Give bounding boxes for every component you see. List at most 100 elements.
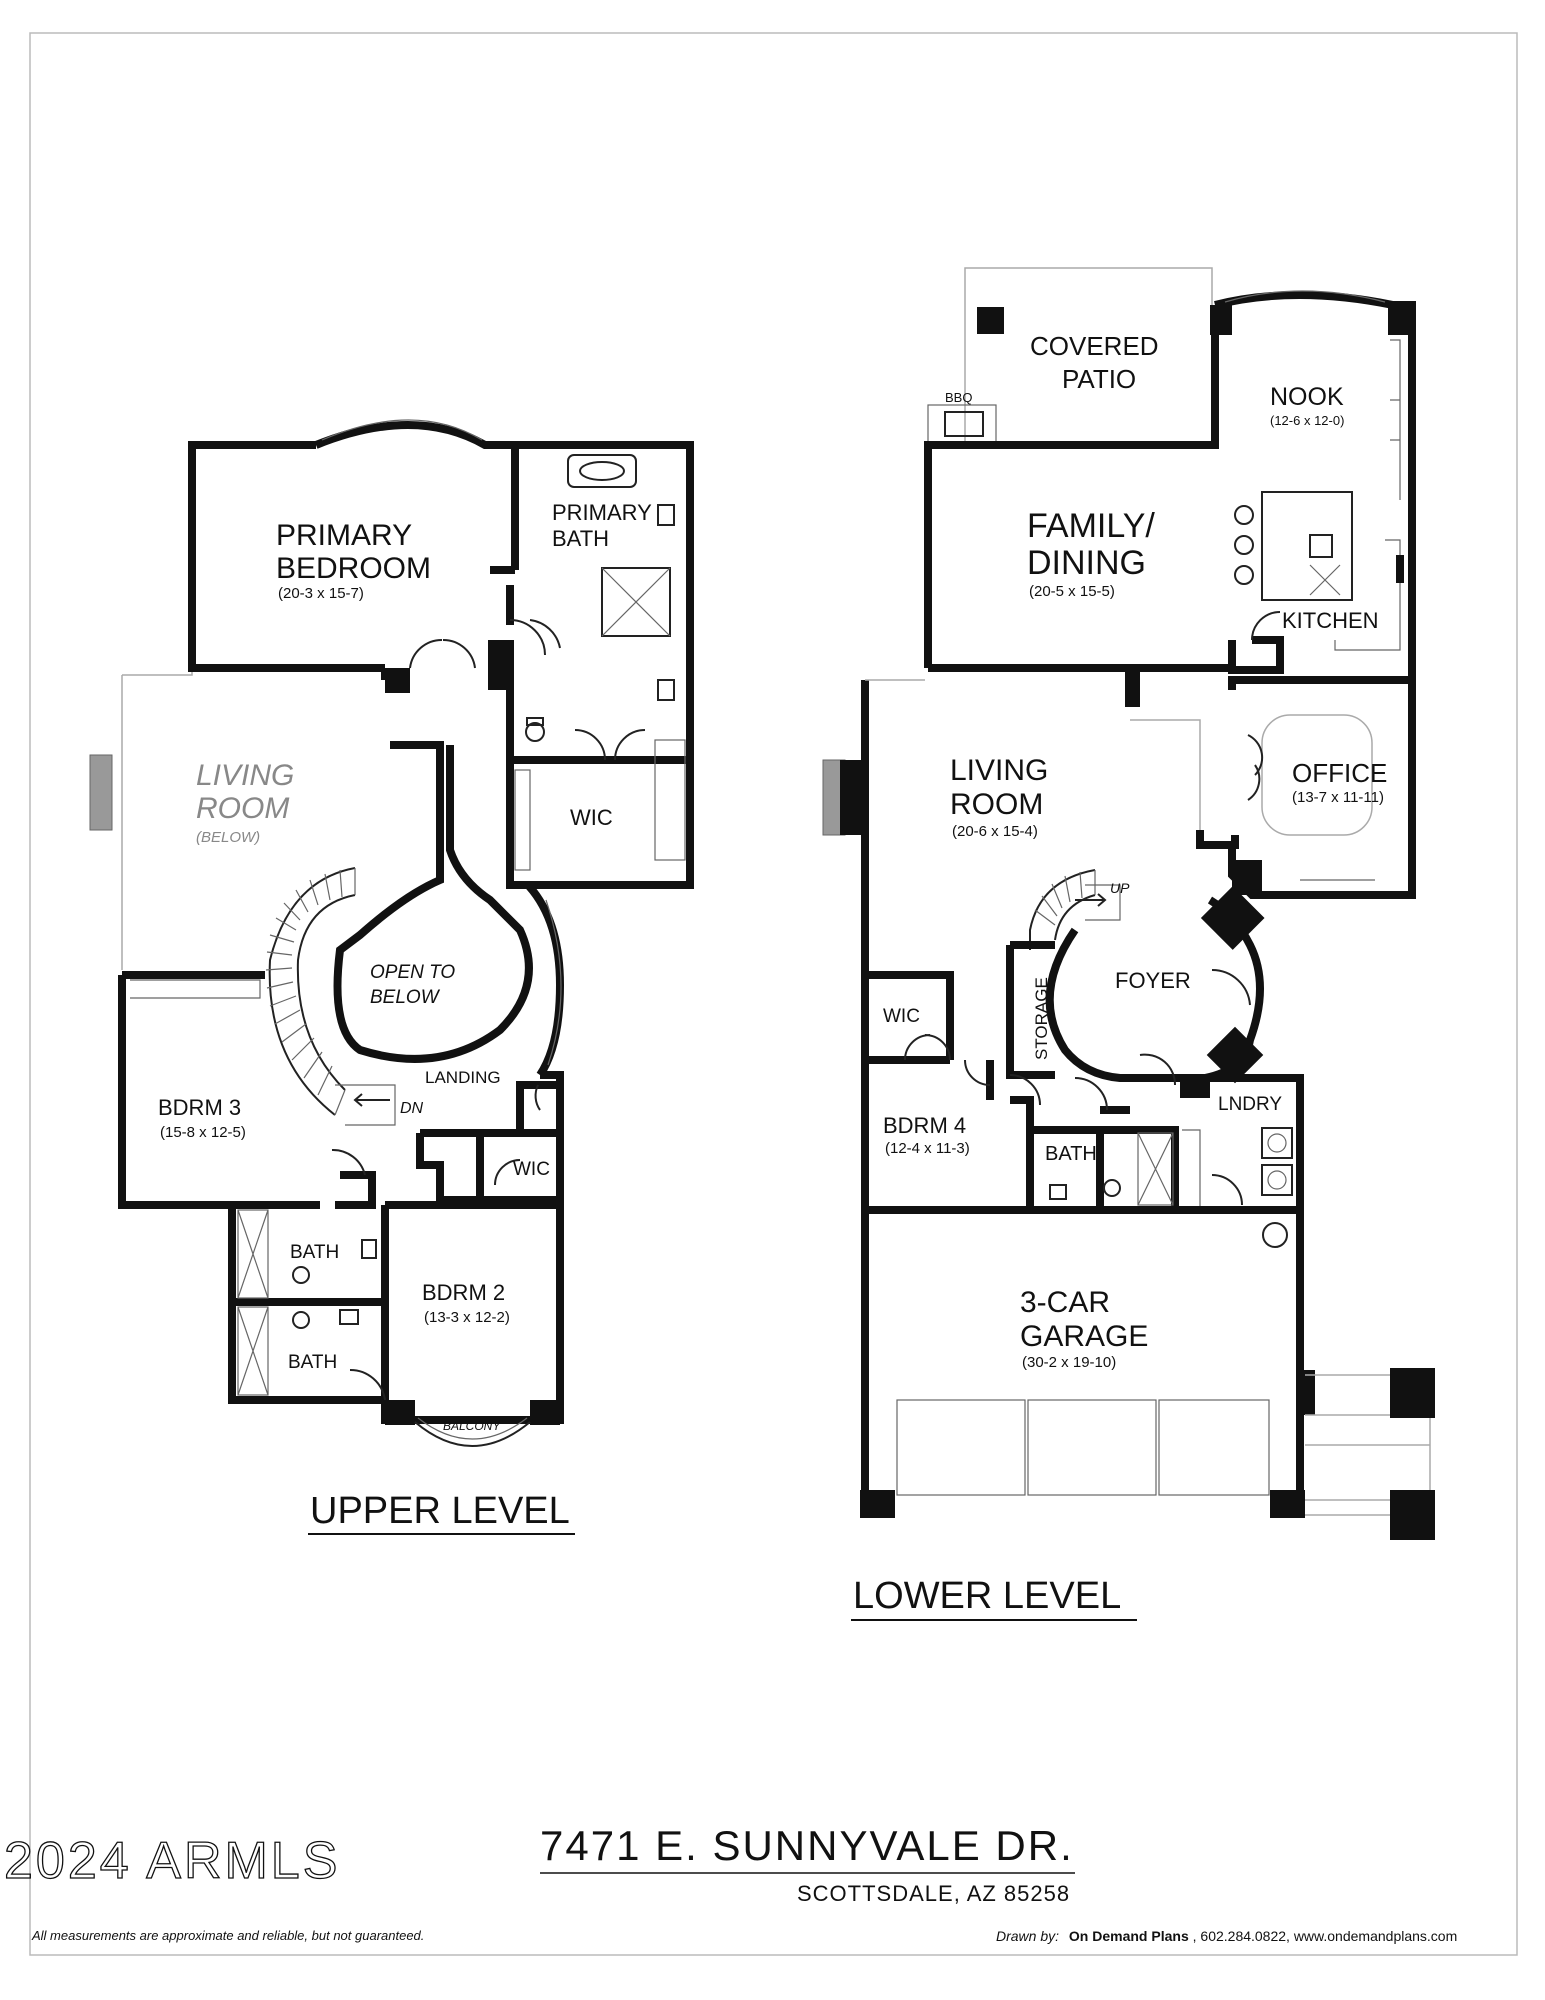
watermark-text: 2024 ARMLS [4,1832,340,1890]
primary-bedroom-bay [321,419,483,441]
office-dims: (13-7 x 11-11) [1292,789,1384,806]
bath-lower-shower [1137,1132,1174,1206]
bdrm4-door [964,1059,991,1086]
stair-dn-label: DN [400,1100,424,1117]
garage-bay-3 [1158,1399,1270,1496]
sheet-border [29,32,1518,1956]
upper-bath-b-label: BATH [288,1352,337,1373]
upper-primary-bedroom-label-2: BEDROOM [276,552,431,585]
bath-b-shower [237,1306,269,1396]
wic-door-swing [574,729,646,761]
covered-patio-label: COVERED [1030,331,1159,361]
storage-door [1009,1074,1041,1106]
foyer-column-bottom [1206,1026,1264,1084]
garage-label: 3-CAR [1020,1286,1110,1319]
sink-icon-a [361,1239,377,1259]
footer-drawn-by: Drawn by: On Demand Plans , 602.284.0822… [996,1928,1457,1944]
wic-walls [865,971,994,1100]
fireplace-below [89,754,113,831]
upper-primary-bath-label: PRIMARY [552,500,652,525]
footer-drawn-by-contact: , 602.284.0822, www.ondemandplans.com [1193,1928,1458,1944]
lower-level-title: LOWER LEVEL [853,1575,1121,1617]
garage-door-swing [1139,1053,1177,1086]
island-sink-icon [1309,534,1333,558]
covered-patio-label-2: PATIO [1062,364,1136,394]
stool-icon-2 [1234,535,1254,555]
balcony-rail [414,1421,531,1447]
pergola-column-1 [1390,1368,1435,1418]
dryer-icon [1261,1164,1293,1196]
lower-level-plan: COVERED PATIO BBQ NOOK (12-6 x 12-0) FAM… [822,267,1435,1621]
kitchen-island [1261,491,1353,601]
wic-door-arc [494,1159,521,1186]
upper-bdrm2-label: BDRM 2 [422,1280,505,1305]
balcony-post-l [385,1400,415,1425]
patio-column [977,307,1004,334]
storage-label: STORAGE [1032,977,1051,1060]
fireplace-hearth [840,760,865,835]
living-room-label-2: ROOM [950,788,1043,821]
wall-post-1 [385,668,410,693]
bdrm4-dims: (12-4 x 11-3) [885,1140,970,1157]
office-label: OFFICE [1292,758,1387,788]
sink-icon [657,504,675,526]
landing-window [545,899,562,1066]
living-room-dash [1130,719,1201,830]
stair-dn-arrow [353,1093,390,1107]
upper-living-room-below-label: LIVING [196,759,294,792]
family-dining-walls [924,291,1416,899]
bath-lower-shower-cross [1137,1132,1174,1206]
garage-side-post [1300,1370,1315,1415]
bath-a-shower-cross [237,1209,269,1299]
office-door [1247,734,1264,801]
toilet-icon [525,722,545,742]
upper-bdrm2-dims: (13-3 x 12-2) [424,1309,510,1326]
nook-bay-window [1224,290,1386,303]
pantry-door [1251,611,1281,641]
open-to-below-rail [333,741,533,1063]
laundry-post [1180,1078,1210,1098]
balcony-rail-inner [417,1417,528,1440]
office-corner-post [1232,860,1262,895]
bath-lower-toilet [1103,1179,1121,1197]
wic-door [904,1034,951,1061]
wic-primary-walls [506,756,690,885]
bath-lower-walls [1030,1106,1179,1214]
bath-door-arc [349,1368,386,1401]
upper-bdrm3-label: BDRM 3 [158,1095,241,1120]
bath-lower-door [1074,1077,1108,1111]
footer-disclaimer: All measurements are approximate and rel… [31,1928,424,1943]
garage-dims: (30-2 x 19-10) [1022,1354,1116,1371]
living-room-label: LIVING [950,754,1048,787]
toilet-icon-b [292,1311,310,1329]
lower-bath-label: BATH [1045,1143,1097,1165]
upper-wic-small-label: WIC [513,1159,550,1180]
bdrm3-door [331,1148,366,1176]
bath-a-shower [237,1209,269,1299]
wic-small-walls [416,1081,560,1204]
garage-post-l [860,1490,895,1518]
living-room-walls [861,664,1239,975]
lower-spiral-stair [1029,869,1121,950]
upper-wic-label: WIC [570,805,613,830]
footer-drawn-by-company: On Demand Plans [1069,1928,1189,1944]
upper-level-title: UPPER LEVEL [310,1490,570,1532]
island-cooktop [1309,564,1341,596]
address-city: SCOTTSDALE, AZ 85258 [797,1881,1070,1906]
door-swing [509,619,546,656]
nook-post-l [1210,305,1232,335]
open-to-below-label: OPEN TO [370,962,455,983]
hall-door-arc [534,1084,541,1111]
upper-living-room-below-label-2: ROOM [196,792,289,825]
shower-cross [601,567,671,637]
bbq-icon [944,411,984,437]
bath-lower-sink [1049,1184,1067,1200]
sink-icon-2 [657,679,675,701]
bdrm3-closet [130,979,261,999]
living-room-post [1125,672,1140,707]
family-dining-label: FAMILY/ [1027,507,1155,545]
nook-dims: (12-6 x 12-0) [1270,413,1344,428]
laundry-door [1211,1174,1243,1206]
spiral-stair [265,867,396,1126]
shower-icon [601,567,671,637]
